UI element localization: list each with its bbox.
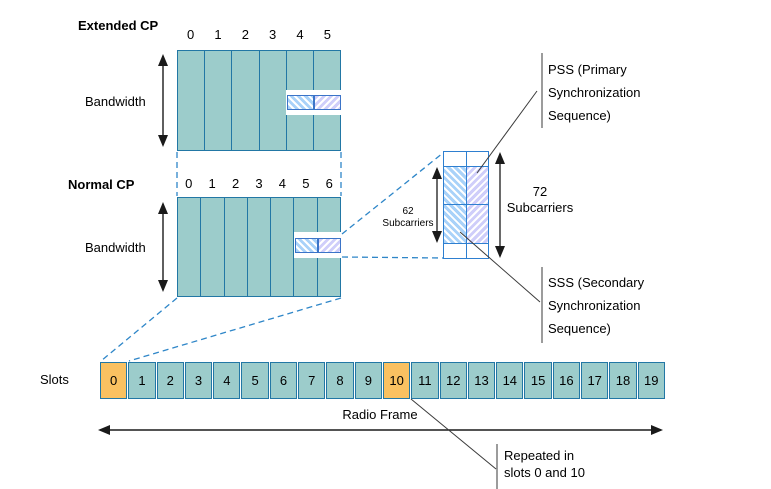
slot-cell: 2 — [156, 362, 184, 399]
slot-cell: 11 — [411, 362, 439, 399]
symbol-column — [232, 51, 260, 150]
sss-cell — [294, 237, 318, 253]
symbol-number: 6 — [325, 176, 333, 191]
subcarriers-62-label: 62 Subcarriers — [381, 206, 435, 230]
slot-cell: 9 — [354, 362, 382, 399]
slot-dashed-left — [100, 297, 178, 362]
symbol-column — [225, 198, 248, 296]
symbol-number: 5 — [302, 176, 310, 191]
subcarriers-72-label: 72 Subcarriers — [502, 184, 578, 216]
pss-cell — [317, 237, 341, 253]
subcarriers-62-value: 62 — [402, 206, 414, 217]
pss-annotation-line1: PSS (Primary — [548, 62, 627, 77]
symbol-number: 0 — [185, 176, 193, 191]
slot-cell: 0 — [100, 362, 128, 399]
slot-cell: 7 — [298, 362, 326, 399]
slot-cell: 5 — [241, 362, 269, 399]
pss-cell — [313, 95, 341, 110]
subcarriers-62-unit: Subcarriers — [382, 218, 434, 229]
slot-cell: 14 — [496, 362, 524, 399]
extended-bandwidth-label: Bandwidth — [85, 94, 146, 109]
radio-frame-label: Radio Frame — [342, 407, 418, 422]
slot-cell: 1 — [128, 362, 156, 399]
pss-zoom-cell — [466, 166, 488, 244]
symbol-number: 1 — [214, 27, 222, 42]
slot-dashed-right — [128, 297, 342, 362]
sync-zoom-box — [443, 151, 489, 259]
subcarriers-72-value: 72 — [532, 184, 548, 199]
symbol-column — [201, 198, 225, 296]
slot-cell: 8 — [326, 362, 354, 399]
symbol-number: 4 — [296, 27, 304, 42]
symbol-column — [178, 198, 202, 296]
sss-zoom-cell — [444, 166, 466, 244]
normal-cp-sync-band — [294, 232, 341, 258]
extended-cp-symbol-numbers: 0 1 2 3 4 5 — [177, 27, 341, 45]
symbol-column — [178, 51, 206, 150]
repeated-annotation: Repeated in slots 0 and 10 — [504, 447, 585, 481]
symbol-number: 5 — [323, 27, 331, 42]
sss-annotation: SSS (Secondary Synchronization Sequence) — [548, 271, 644, 340]
pss-annotation-line3: Sequence) — [548, 108, 611, 123]
slot-cell: 10 — [382, 362, 411, 399]
normal-bandwidth-label: Bandwidth — [85, 240, 146, 255]
symbol-number: 3 — [269, 27, 277, 42]
symbol-number: 1 — [208, 176, 216, 191]
pss-annotation: PSS (Primary Synchronization Sequence) — [548, 58, 641, 127]
slot-cell: 3 — [184, 362, 213, 399]
extended-cp-sync-band — [286, 90, 341, 115]
symbol-number: 3 — [255, 176, 263, 191]
zoom-dashed-bottom — [341, 256, 444, 259]
slot-cell: 19 — [637, 362, 665, 399]
slot-cell: 15 — [524, 362, 552, 399]
slot-cell: 12 — [439, 362, 467, 399]
sss-cell — [286, 95, 314, 110]
symbol-column — [260, 51, 287, 150]
slot-cell: 16 — [552, 362, 581, 399]
pss-annotation-line2: Synchronization — [548, 85, 641, 100]
subcarriers-72-unit: Subcarriers — [506, 200, 574, 215]
zoom-box-divider — [466, 152, 467, 258]
symbol-column — [248, 198, 272, 296]
repeated-annotation-line2: slots 0 and 10 — [504, 465, 585, 480]
symbol-column — [271, 198, 295, 296]
repeated-annotation-line1: Repeated in — [504, 448, 575, 463]
symbol-number: 2 — [241, 27, 249, 42]
symbol-column — [205, 51, 233, 150]
sss-annotation-line3: Sequence) — [548, 321, 611, 336]
symbol-number: 4 — [278, 176, 287, 191]
slot-cell: 17 — [581, 362, 609, 399]
slot-cell: 6 — [269, 362, 298, 399]
slots-label: Slots — [40, 372, 69, 387]
symbol-number: 2 — [231, 176, 240, 191]
symbol-number: 0 — [187, 27, 195, 42]
sss-annotation-line1: SSS (Secondary — [548, 275, 645, 290]
slot-cell: 18 — [609, 362, 637, 399]
normal-cp-label: Normal CP — [68, 177, 135, 192]
slot-cell: 4 — [213, 362, 241, 399]
slot-cell: 13 — [467, 362, 496, 399]
zoom-box-center-line — [444, 204, 488, 205]
extended-cp-label: Extended CP — [78, 18, 159, 33]
sss-annotation-line2: Synchronization — [548, 298, 641, 313]
